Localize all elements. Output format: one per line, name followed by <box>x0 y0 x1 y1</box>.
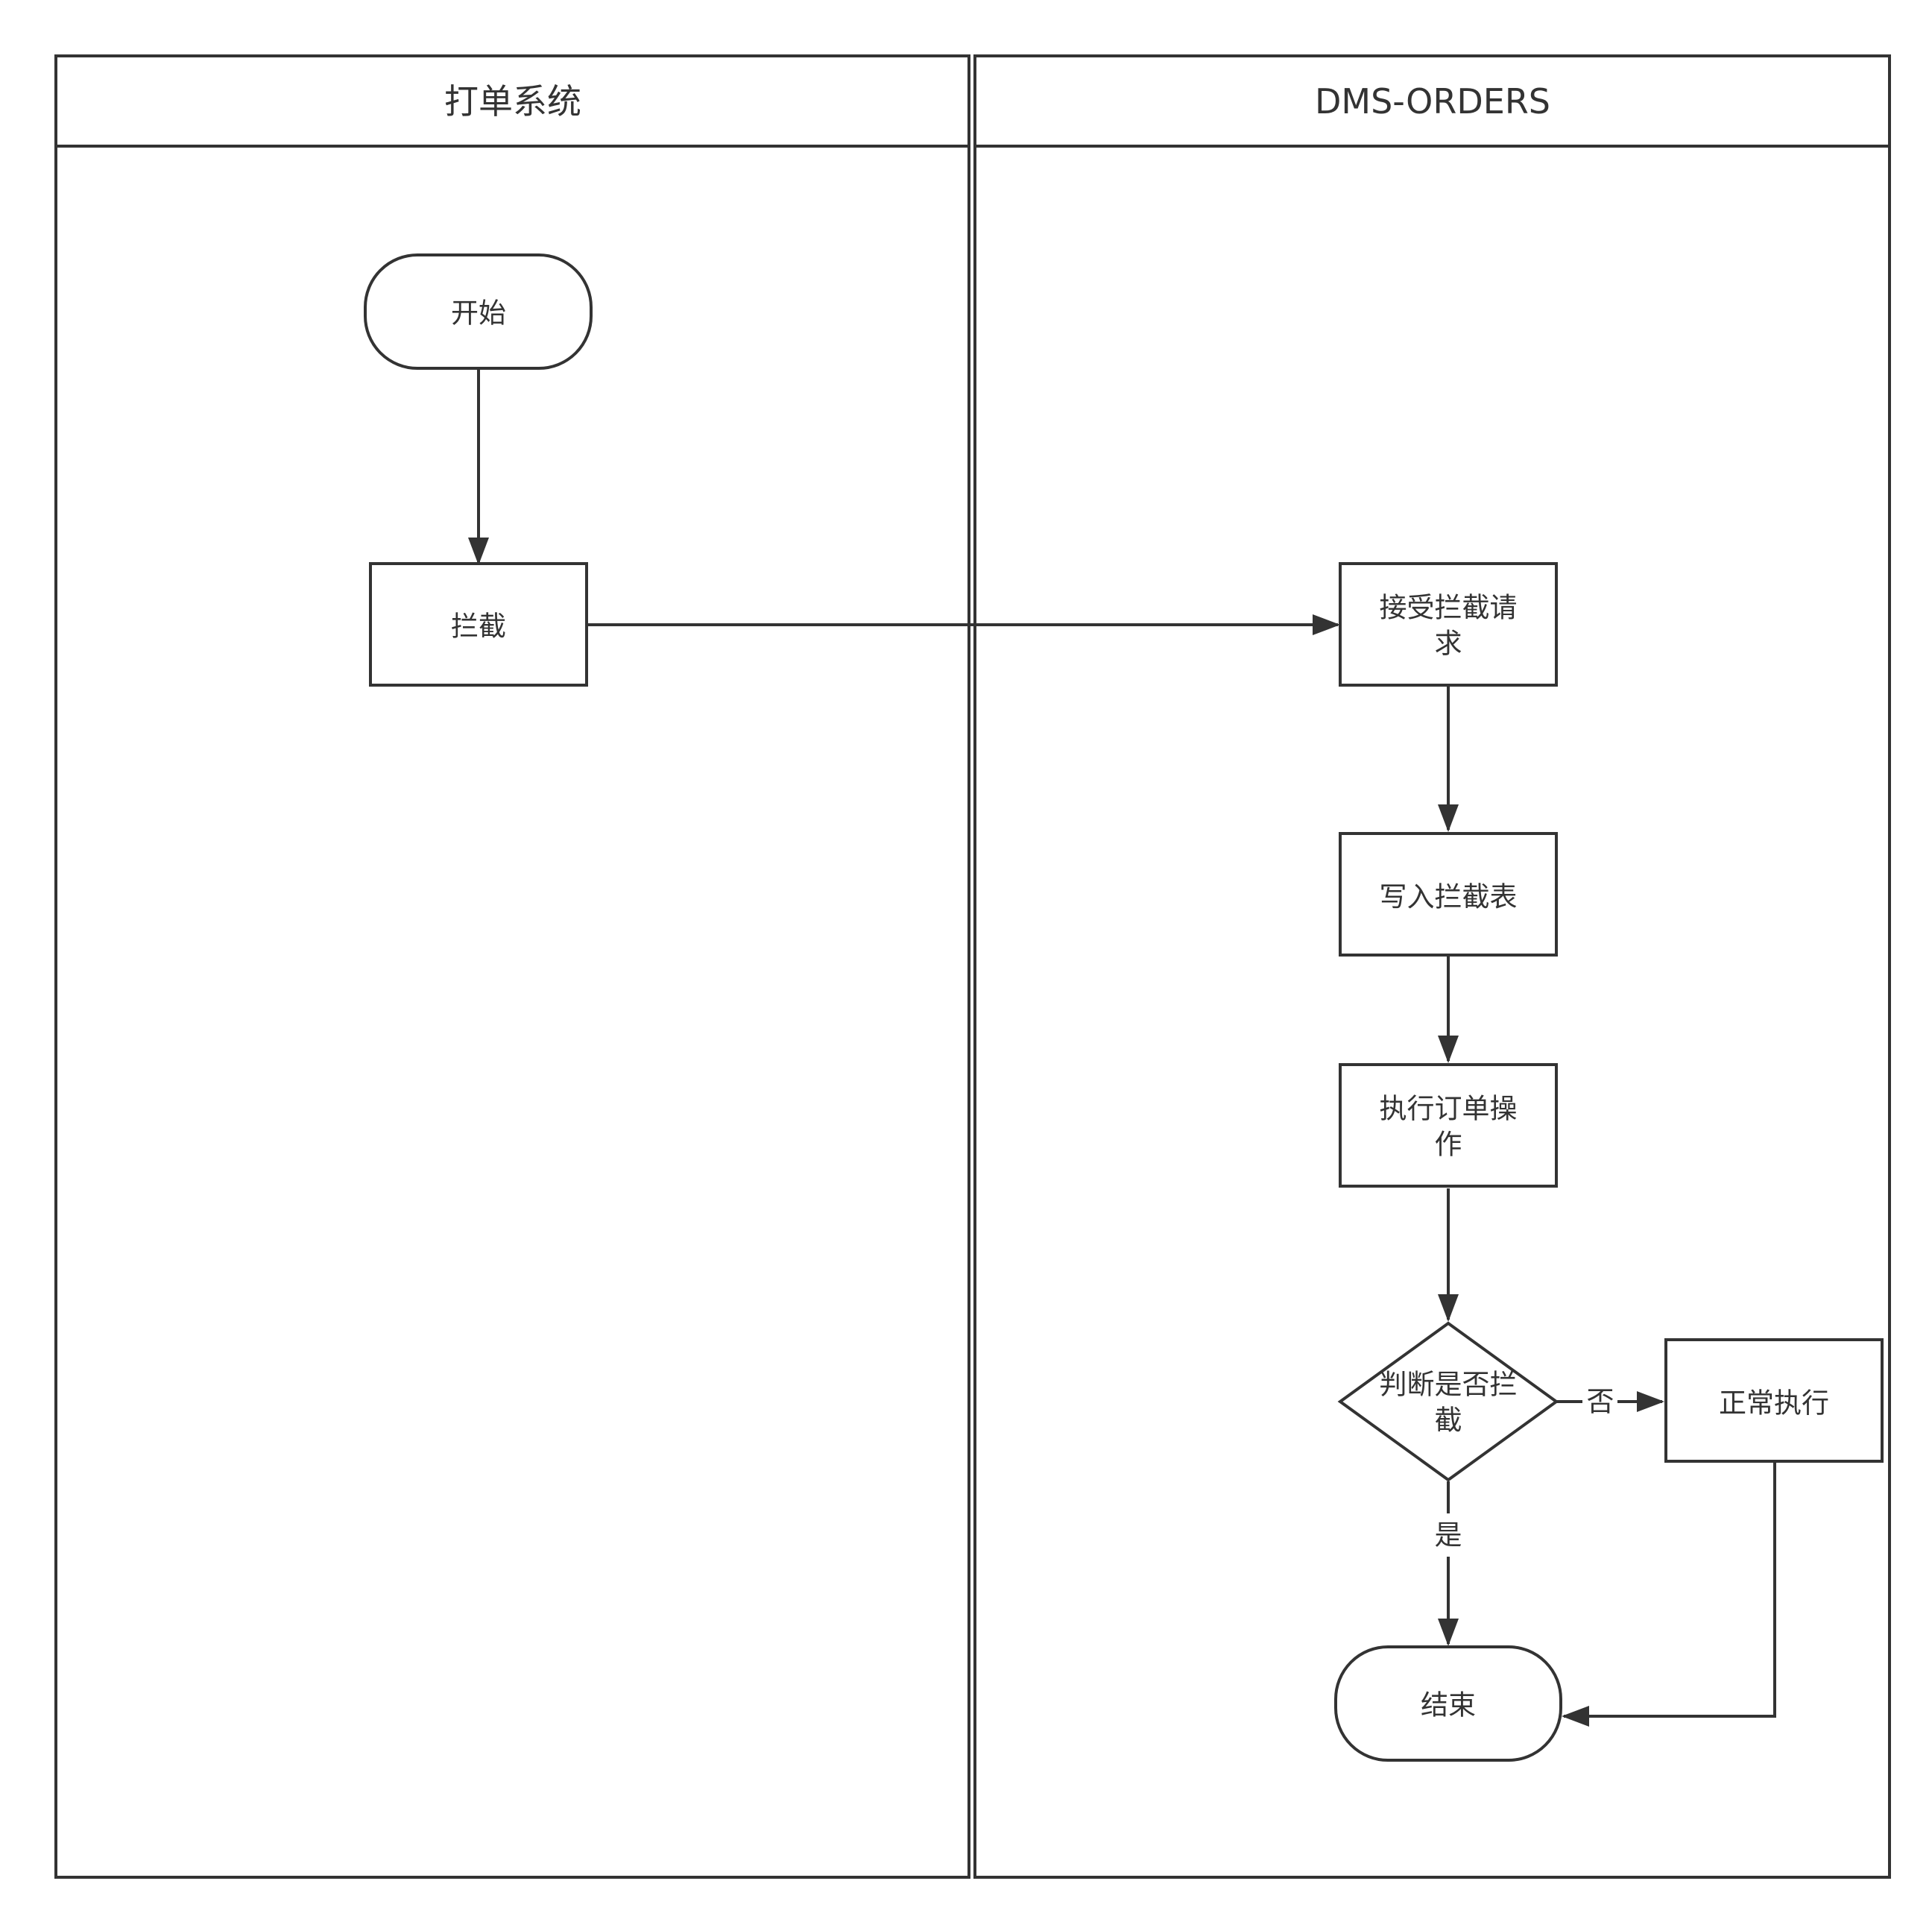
end-label: 结束 <box>1421 1689 1476 1721</box>
start-terminator <box>364 253 593 370</box>
arrowhead <box>1313 614 1340 635</box>
execute-label-line2: 作 <box>1435 1129 1462 1161</box>
edge-label-yes: 是 <box>1435 1519 1462 1551</box>
receive-label-line2: 求 <box>1435 628 1462 660</box>
arrowhead <box>1438 1036 1459 1063</box>
node-labels: 开始 拦截 接受拦截请 求 写入拦截表 执行订单操 作 判断是否拦 截 正常执行… <box>451 297 1829 1721</box>
arrowhead <box>468 538 489 565</box>
edges <box>477 369 1776 1718</box>
arrowhead <box>1438 804 1459 832</box>
end-terminator <box>1334 1645 1562 1762</box>
arrowhead <box>1562 1706 1589 1727</box>
decision-label-line1: 判断是否拦 <box>1380 1369 1518 1401</box>
lane-2-border <box>973 54 1891 1879</box>
nodes <box>364 253 1884 1762</box>
execute-label-line1: 执行订单操 <box>1380 1093 1518 1125</box>
intercept-process <box>369 562 588 687</box>
edge-label-no: 否 <box>1587 1386 1614 1418</box>
lane-2-title: DMS-ORDERS <box>1315 81 1550 122</box>
decision-diamond <box>1337 1321 1559 1482</box>
decision-label-line2: 截 <box>1435 1405 1462 1437</box>
normal-process <box>1664 1338 1884 1463</box>
edge-normal-end <box>1564 1463 1776 1718</box>
write-process <box>1339 832 1558 957</box>
start-label: 开始 <box>451 297 506 330</box>
lane-2: DMS-ORDERS <box>973 54 1891 1879</box>
receive-label-line1: 接受拦截请 <box>1380 592 1518 624</box>
write-label: 写入拦截表 <box>1380 881 1518 913</box>
arrowhead <box>1438 1619 1459 1646</box>
arrowheads <box>468 538 1664 1727</box>
arrowhead <box>1637 1391 1664 1412</box>
arrowhead <box>1438 1294 1459 1322</box>
lane-1-border <box>54 54 970 1879</box>
lane-1: 打单系统 <box>54 54 970 1879</box>
execute-process <box>1339 1063 1558 1188</box>
lane-1-title: 打单系统 <box>444 81 581 122</box>
intercept-label: 拦截 <box>451 611 506 643</box>
normal-label: 正常执行 <box>1719 1387 1829 1419</box>
receive-process <box>1339 562 1558 687</box>
